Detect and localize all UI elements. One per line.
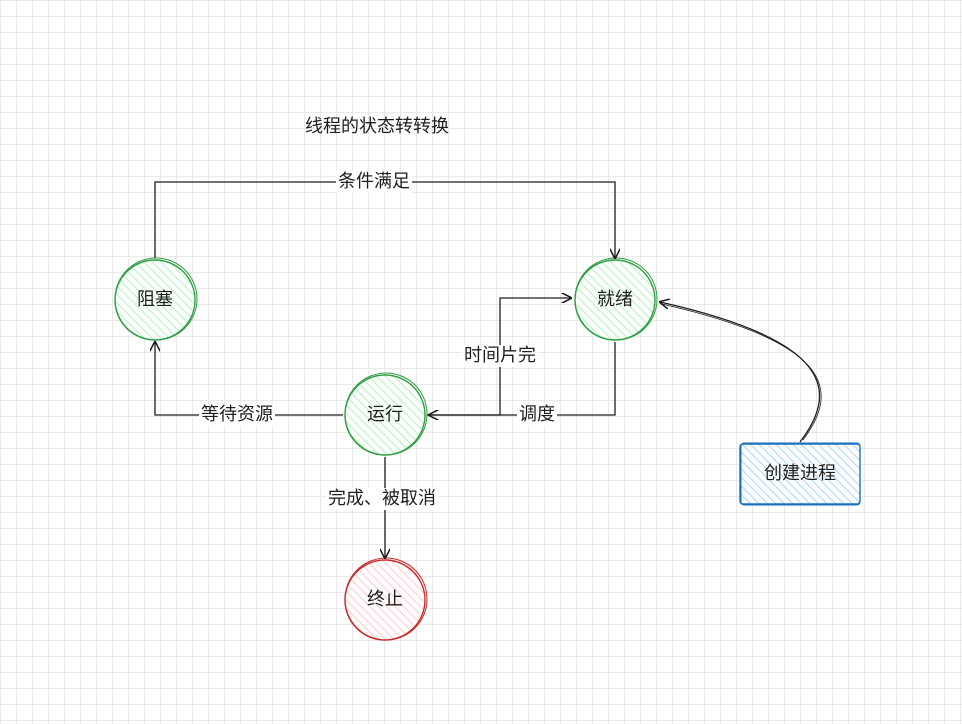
node-create-process[interactable] <box>739 442 861 506</box>
node-ready-label: 就绪 <box>597 289 633 310</box>
edge-time-slice-done-label: 时间片完 <box>462 345 538 367</box>
edge-condition-met-label: 条件满足 <box>336 171 412 193</box>
edge-schedule-label: 调度 <box>517 404 557 426</box>
node-running-label: 运行 <box>367 404 403 425</box>
node-terminated[interactable] <box>344 557 428 641</box>
node-blocked-label: 阻塞 <box>137 289 173 310</box>
edge-create-to-ready-sketch <box>661 303 822 441</box>
node-running[interactable] <box>344 372 428 456</box>
edge-wait-resource <box>155 342 343 416</box>
edge-condition-met <box>154 181 615 258</box>
node-ready[interactable] <box>574 257 658 341</box>
edge-create-to-ready <box>660 302 821 443</box>
edge-wait-resource-label: 等待资源 <box>199 404 275 426</box>
edge-schedule <box>429 342 616 415</box>
node-terminated-label: 终止 <box>367 589 403 610</box>
node-blocked[interactable] <box>114 257 198 341</box>
diagram-title: 线程的状态转转换 <box>305 116 449 137</box>
edge-done-cancelled-label: 完成、被取消 <box>326 488 438 510</box>
node-create-process-label: 创建进程 <box>764 463 836 484</box>
